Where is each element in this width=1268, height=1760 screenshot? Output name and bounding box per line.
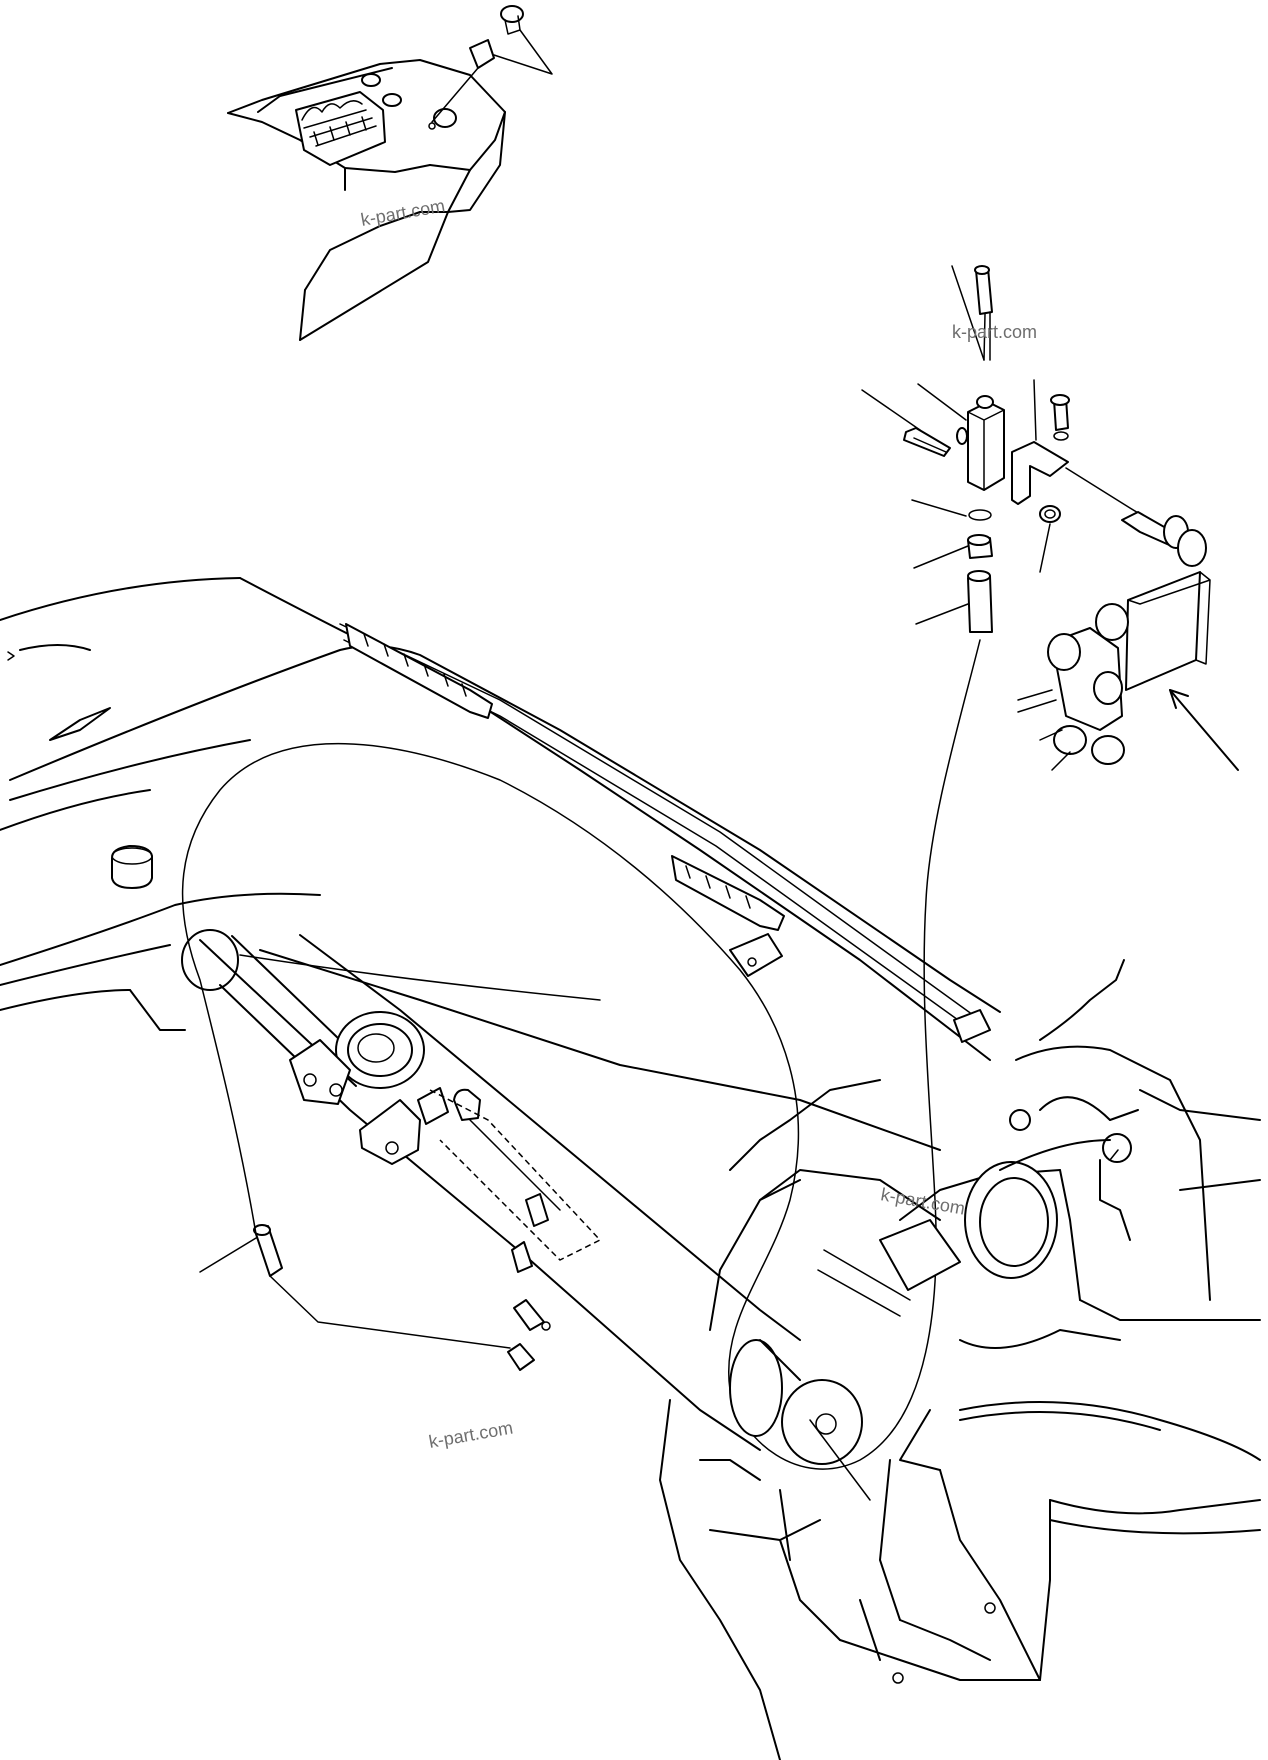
hose-line bbox=[181, 639, 981, 1470]
grease-fitting bbox=[253, 1224, 511, 1349]
swing-bracket bbox=[659, 959, 1261, 1760]
leader-line bbox=[493, 29, 553, 75]
watermark: k-part.com bbox=[952, 322, 1037, 342]
watermark: k-part.com bbox=[359, 195, 446, 229]
callout-leaders bbox=[199, 265, 1119, 1273]
bushing bbox=[111, 845, 153, 889]
watermark: k-part.com bbox=[427, 1417, 514, 1451]
pressure-switch-assembly bbox=[903, 265, 1177, 633]
control-console bbox=[227, 59, 506, 341]
console-switch bbox=[431, 5, 524, 123]
watermark: k-part.com bbox=[879, 1184, 966, 1218]
boom-cylinder bbox=[199, 934, 801, 1451]
valve-block bbox=[1017, 511, 1239, 771]
boom bbox=[0, 577, 1001, 1151]
